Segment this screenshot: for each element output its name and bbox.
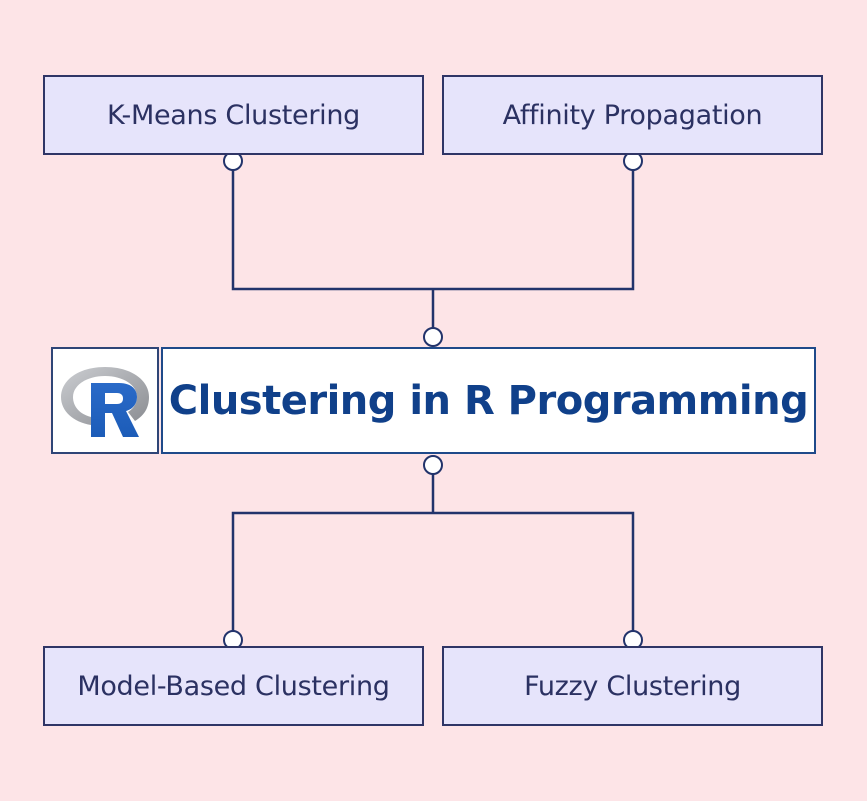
central-title-node: Clustering in R Programming [161,347,816,454]
node-affinity-propagation: Affinity Propagation [442,75,823,155]
connector-end-center-bottom [423,455,443,475]
node-label: Affinity Propagation [502,99,763,131]
connector-bottom [231,474,635,632]
r-logo-box [51,347,159,454]
diagram-title: Clustering in R Programming [168,377,809,424]
connector-end-center-top [423,327,443,347]
connector-top [231,168,635,328]
node-model-based-clustering: Model-Based Clustering [43,646,424,726]
node-label: K-Means Clustering [106,99,360,131]
node-label: Fuzzy Clustering [524,670,741,702]
node-kmeans-clustering: K-Means Clustering [43,75,424,155]
node-fuzzy-clustering: Fuzzy Clustering [442,646,823,726]
node-label: Model-Based Clustering [77,670,390,702]
r-logo-icon [61,366,149,437]
